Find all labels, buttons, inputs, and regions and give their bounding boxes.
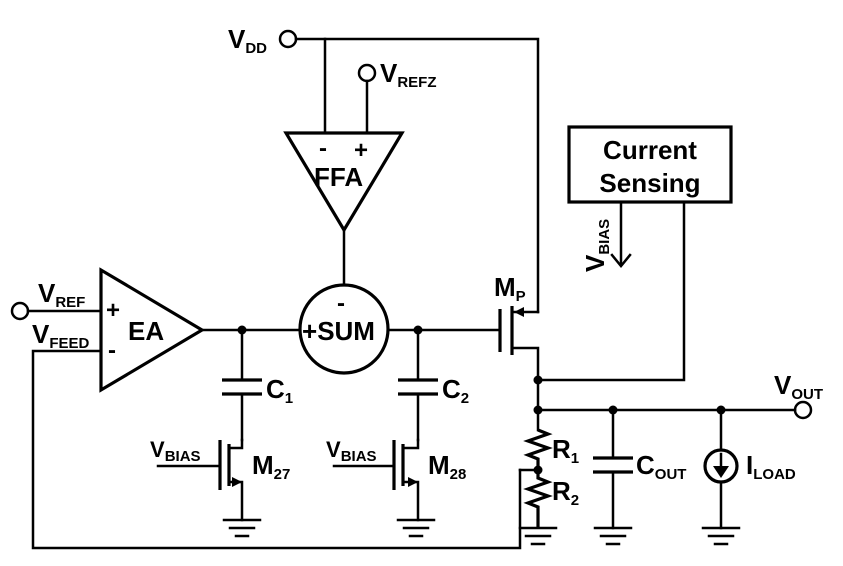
cout-label: COUT (636, 450, 686, 483)
vbias1-label: VBIAS (150, 437, 201, 465)
ground-cout (593, 526, 633, 546)
current-sensing-line1: Current (603, 135, 697, 165)
vref-terminal (10, 301, 30, 321)
vbias2-label: VBIAS (326, 437, 377, 465)
ffa-label: FFA (314, 162, 363, 192)
r2-label: R2 (552, 476, 579, 509)
capacitor-c2 (398, 378, 438, 396)
transistor-m27 (218, 438, 244, 522)
sum-block: - +SUM (298, 283, 390, 375)
iload-label: ILOAD (746, 450, 796, 483)
ea-amplifier: + - EA (99, 267, 206, 393)
transistor-mp (498, 306, 540, 412)
ffa-plus-sign: + (354, 137, 368, 164)
vbias-cs-label: VBIAS (580, 219, 613, 272)
ffa-minus-sign: - (319, 135, 327, 162)
sense-wire (536, 200, 686, 382)
vdd-wire (294, 37, 540, 314)
current-source-iload (703, 448, 739, 484)
vdd-terminal (278, 29, 298, 49)
vout-terminal (793, 400, 813, 420)
vrefz-label: VREFZ (380, 58, 437, 91)
feedback-wire (31, 349, 522, 550)
m28-label: M28 (428, 450, 466, 483)
mp-label: MP (494, 272, 526, 305)
vdd-label: VDD (228, 24, 267, 57)
resistor-r2 (523, 470, 553, 528)
transistor-m28 (392, 438, 420, 522)
ground-m27 (222, 518, 262, 538)
current-sensing-line2: Sensing (599, 168, 700, 198)
c2-label: C2 (442, 374, 469, 407)
ground-r2 (518, 526, 558, 546)
r1-label: R1 (552, 434, 579, 467)
vref-label: VREF (38, 278, 85, 311)
vout-label: VOUT (774, 370, 823, 403)
vrefz-terminal (357, 63, 377, 83)
current-sensing-block: Current Sensing (567, 125, 733, 204)
vfeed-label: VFEED (32, 319, 90, 352)
ea-minus-sign: - (108, 337, 116, 364)
vbias-output-arrow (610, 200, 632, 268)
m27-label: M27 (252, 450, 290, 483)
ground-iload (701, 526, 741, 546)
capacitor-c1 (222, 378, 262, 396)
ea-label: EA (128, 316, 164, 346)
ground-m28 (396, 518, 436, 538)
c1-label: C1 (266, 374, 293, 407)
resistor-r1 (523, 428, 553, 470)
ea-plus-sign: + (106, 297, 120, 324)
capacitor-cout (593, 456, 633, 474)
ffa-amplifier: - + FFA (283, 131, 405, 234)
sum-minus-sign: - (337, 290, 345, 317)
sum-label: +SUM (302, 316, 375, 346)
